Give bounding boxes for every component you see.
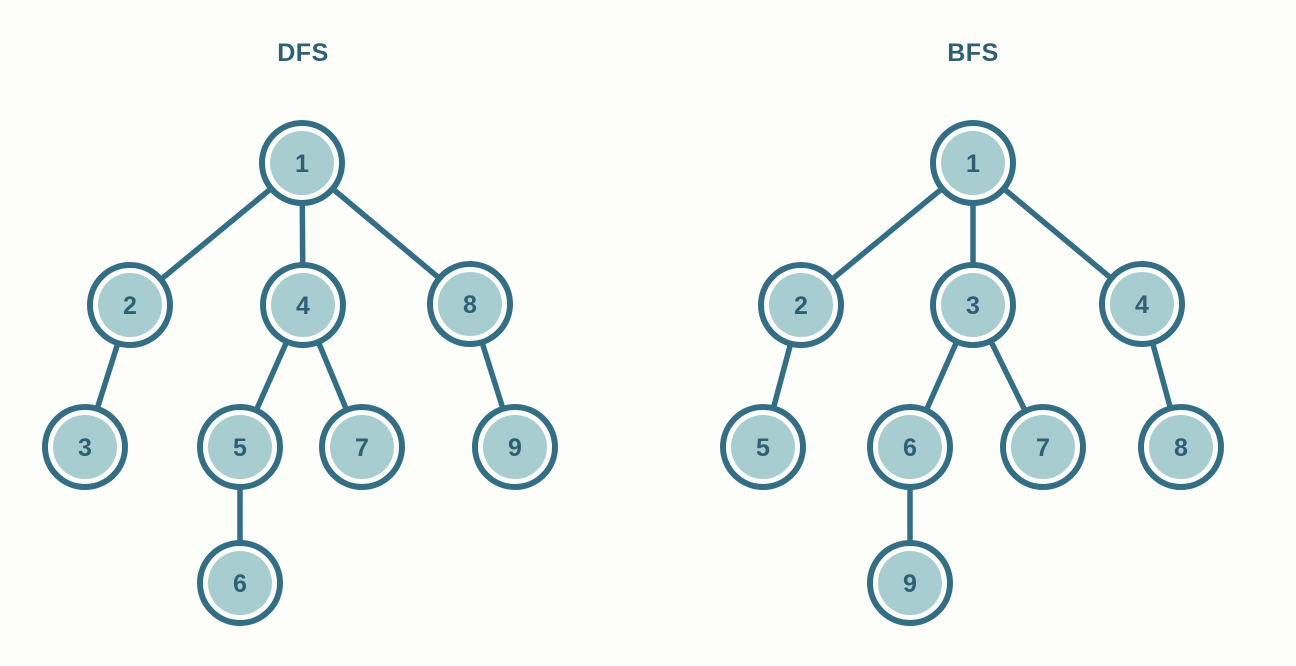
panel-title-bfs: BFS	[947, 39, 999, 67]
node-fill-circle	[941, 131, 1005, 195]
node-fill-circle	[208, 551, 272, 615]
tree-edge-dfs-1-8	[329, 185, 443, 282]
node-label: 7	[1036, 434, 1050, 462]
node-outer-ring	[930, 120, 1016, 206]
node-outer-ring	[1000, 404, 1086, 490]
tree-node-bfs-8[interactable]: 8	[1138, 404, 1224, 490]
tree-node-dfs-2[interactable]: 2	[87, 262, 173, 348]
tree-node-bfs-6[interactable]: 6	[867, 404, 953, 490]
tree-edge-bfs-3-6	[923, 338, 960, 414]
tree-panel-dfs: DFS 1 2 4 8 3 5 7 9 6	[42, 39, 558, 626]
tree-edge-dfs-2-3	[94, 340, 121, 412]
tree-node-bfs-7[interactable]: 7	[1000, 404, 1086, 490]
node-label: 2	[794, 292, 808, 320]
node-outer-ring	[472, 404, 558, 490]
tree-edge-bfs-1-4	[1000, 185, 1115, 282]
tree-edge-dfs-8-9	[479, 339, 506, 412]
node-outer-ring	[427, 261, 513, 347]
node-outer-ring	[930, 262, 1016, 348]
node-label: 8	[463, 291, 477, 319]
node-label: 3	[966, 292, 980, 320]
node-fill-circle	[330, 415, 394, 479]
node-fill-circle	[878, 415, 942, 479]
node-outer-ring	[319, 404, 405, 490]
node-label: 8	[1174, 434, 1188, 462]
node-label: 9	[903, 570, 917, 598]
node-fill-circle	[1011, 415, 1075, 479]
tree-edge-bfs-4-8	[1149, 339, 1174, 412]
panel-title-dfs: DFS	[277, 39, 329, 67]
node-label: 5	[233, 434, 247, 462]
node-outer-ring	[260, 262, 346, 348]
node-fill-circle	[878, 551, 942, 615]
node-fill-circle	[483, 415, 547, 479]
node-outer-ring	[197, 540, 283, 626]
tree-edge-dfs-1-2	[158, 185, 274, 283]
node-fill-circle	[731, 415, 795, 479]
node-outer-ring	[42, 404, 128, 490]
node-label: 3	[78, 434, 92, 462]
node-outer-ring	[758, 262, 844, 348]
tree-edge-bfs-2-5	[770, 340, 794, 412]
node-fill-circle	[438, 272, 502, 336]
node-fill-circle	[941, 273, 1005, 337]
node-label: 4	[296, 292, 310, 320]
node-outer-ring	[867, 540, 953, 626]
tree-node-dfs-6[interactable]: 6	[197, 540, 283, 626]
node-fill-circle	[1110, 272, 1174, 336]
tree-node-bfs-5[interactable]: 5	[720, 404, 806, 490]
node-fill-circle	[53, 415, 117, 479]
tree-edge-dfs-4-5	[253, 338, 290, 414]
node-outer-ring	[1099, 261, 1185, 347]
node-outer-ring	[259, 120, 345, 206]
tree-node-dfs-5[interactable]: 5	[197, 404, 283, 490]
node-label: 1	[966, 150, 980, 178]
tree-node-bfs-2[interactable]: 2	[758, 262, 844, 348]
node-group-dfs: 1 2 4 8 3 5 7 9 6	[42, 120, 558, 626]
node-outer-ring	[720, 404, 806, 490]
node-group-bfs: 1 2 3 4 5 6 7 8 9	[720, 120, 1224, 626]
node-label: 2	[123, 292, 137, 320]
tree-node-dfs-4[interactable]: 4	[260, 262, 346, 348]
tree-node-bfs-3[interactable]: 3	[930, 262, 1016, 348]
node-label: 6	[903, 434, 917, 462]
node-outer-ring	[867, 404, 953, 490]
node-label: 9	[508, 434, 522, 462]
node-fill-circle	[208, 415, 272, 479]
tree-panel-bfs: BFS 1 2 3 4 5 6 7 8 9	[720, 39, 1224, 626]
tree-node-bfs-1[interactable]: 1	[930, 120, 1016, 206]
tree-node-dfs-1[interactable]: 1	[259, 120, 345, 206]
tree-edge-bfs-1-2	[829, 185, 945, 283]
tree-node-dfs-8[interactable]: 8	[427, 261, 513, 347]
node-fill-circle	[98, 273, 162, 337]
node-fill-circle	[1149, 415, 1213, 479]
tree-edge-dfs-4-7	[315, 339, 350, 413]
tree-node-dfs-3[interactable]: 3	[42, 404, 128, 490]
tree-node-dfs-7[interactable]: 7	[319, 404, 405, 490]
node-label: 7	[355, 434, 369, 462]
tree-edge-bfs-3-7	[987, 338, 1029, 414]
edge-group-dfs	[94, 185, 506, 546]
node-fill-circle	[270, 131, 334, 195]
node-label: 1	[295, 150, 309, 178]
node-label: 6	[233, 570, 247, 598]
node-outer-ring	[197, 404, 283, 490]
node-label: 4	[1135, 291, 1149, 319]
tree-node-bfs-4[interactable]: 4	[1099, 261, 1185, 347]
node-outer-ring	[1138, 404, 1224, 490]
node-label: 5	[756, 434, 770, 462]
edge-group-bfs	[770, 185, 1174, 546]
node-fill-circle	[769, 273, 833, 337]
node-fill-circle	[271, 273, 335, 337]
tree-node-dfs-9[interactable]: 9	[472, 404, 558, 490]
tree-node-bfs-9[interactable]: 9	[867, 540, 953, 626]
node-outer-ring	[87, 262, 173, 348]
